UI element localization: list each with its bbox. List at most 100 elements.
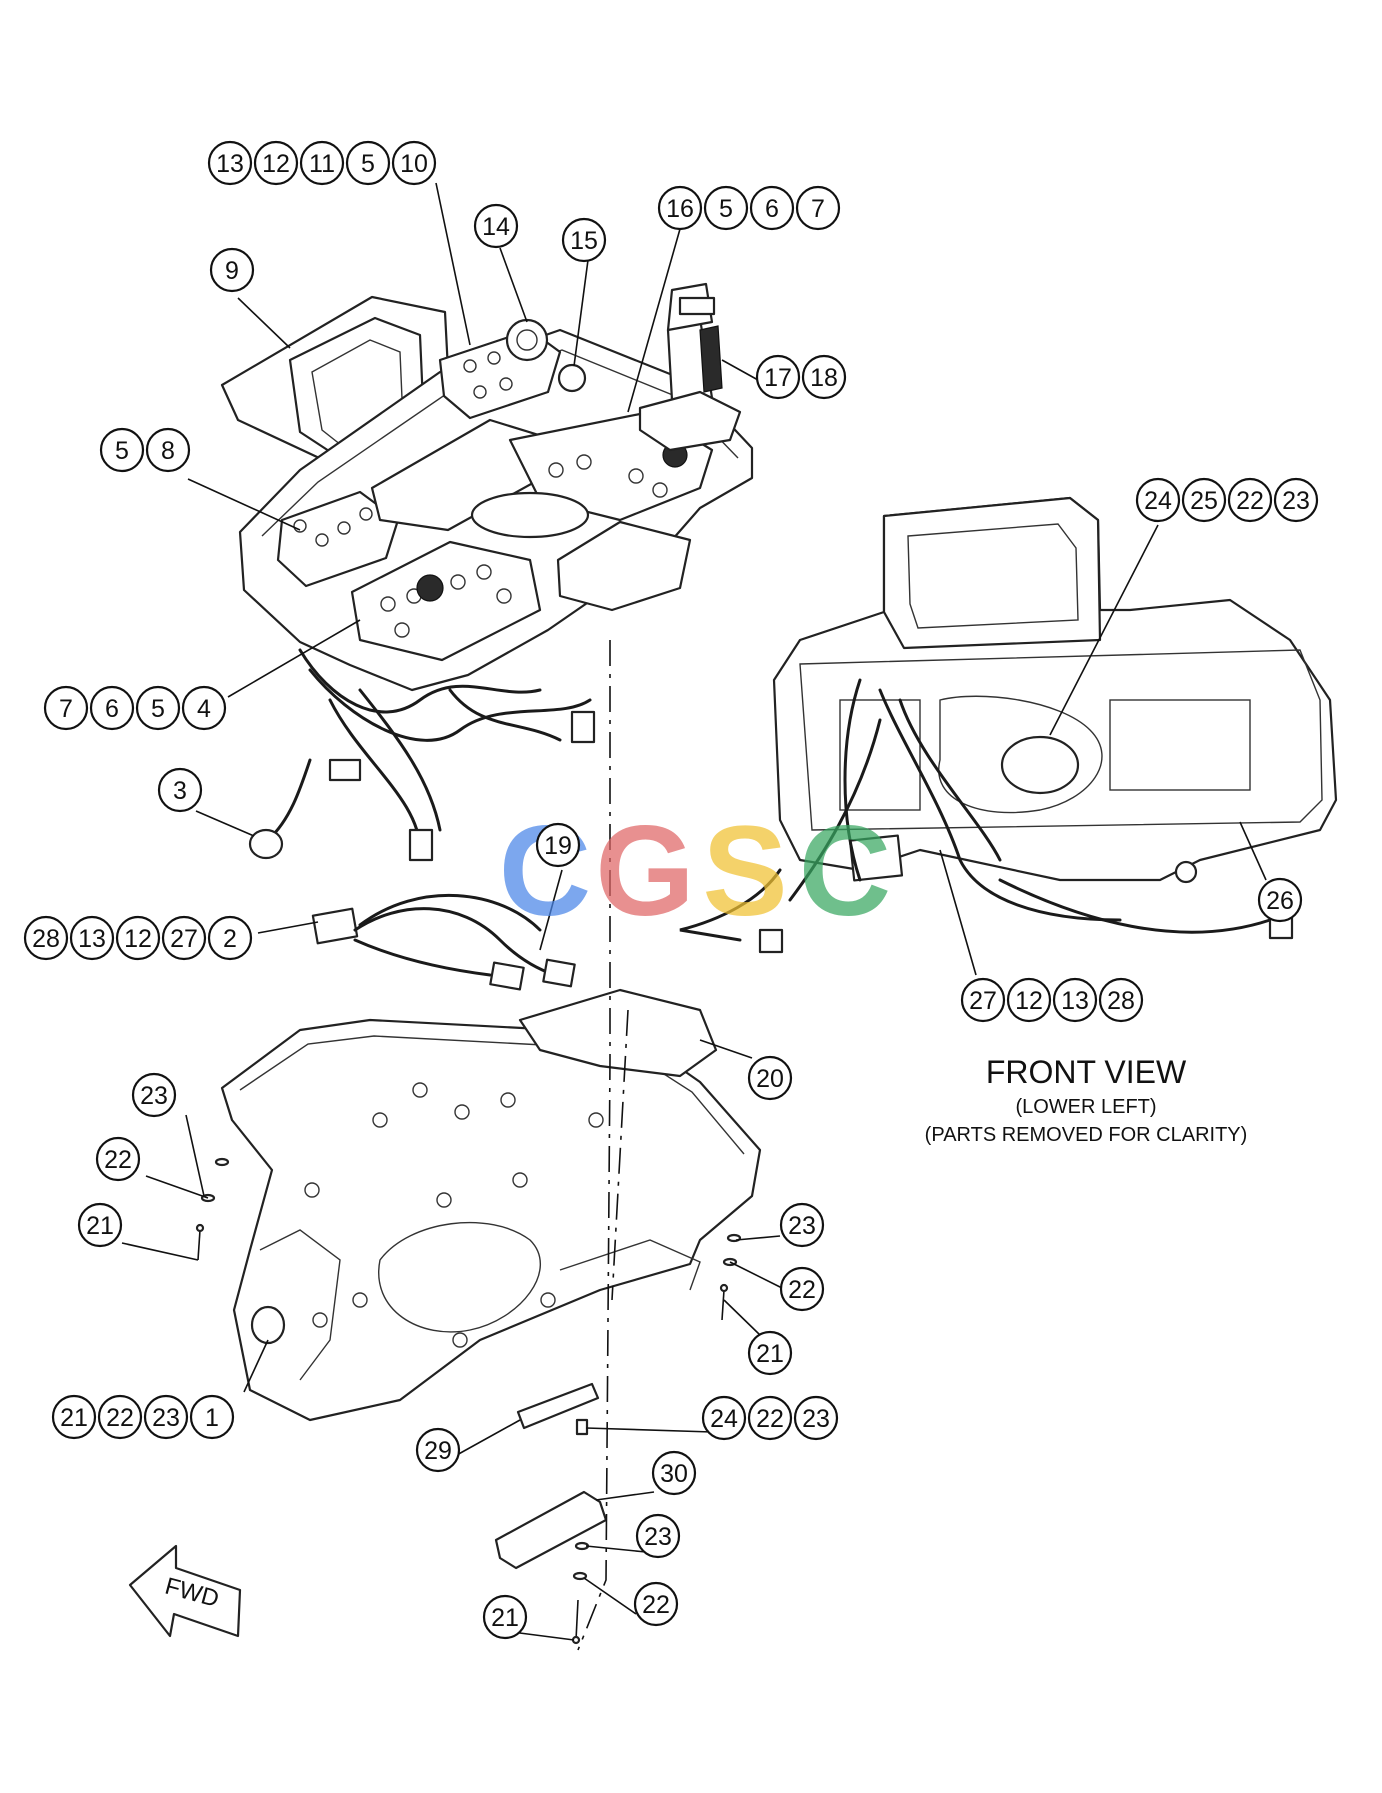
round-sensor [248, 828, 284, 860]
callout-circle [77, 1202, 123, 1248]
callout-circle [535, 822, 581, 868]
callout-number: 21 [756, 1340, 784, 1368]
callout-circle [23, 915, 69, 961]
callout-part-9-9: 9 [209, 247, 255, 293]
callout-right-harness-group-12: 12 [1006, 977, 1052, 1023]
callout-circle [415, 1427, 461, 1473]
callout-number: 5 [115, 437, 129, 465]
callout-circle [1006, 977, 1052, 1023]
callout-circle [207, 915, 253, 961]
callout-stud-group-23: 23 [793, 1395, 839, 1441]
callout-number: 21 [86, 1212, 114, 1240]
callout-number: 6 [765, 195, 779, 223]
callout-number: 13 [216, 150, 244, 178]
callout-number: 1 [205, 1404, 219, 1432]
callout-circle [131, 1072, 177, 1118]
callout-number: 2 [223, 925, 237, 953]
callout-number: 19 [544, 832, 572, 860]
callout-number: 12 [262, 150, 290, 178]
callout-number: 22 [788, 1276, 816, 1304]
callout-right-view-group-25: 25 [1181, 477, 1227, 523]
callout-circle [253, 140, 299, 186]
callout-number: 8 [161, 437, 175, 465]
storage-tray [556, 520, 692, 612]
callout-number: 23 [644, 1523, 672, 1551]
callout-circle [1181, 477, 1227, 523]
callout-number: 22 [106, 1404, 134, 1432]
callout-harness-group-2: 2 [207, 915, 253, 961]
callout-number: 21 [60, 1404, 88, 1432]
callout-number: 21 [491, 1604, 519, 1632]
callout-circle [391, 140, 437, 186]
callout-number: 25 [1190, 487, 1218, 515]
rotary-knob [505, 318, 549, 362]
base-housing [220, 1018, 762, 1422]
callout-circle [795, 185, 841, 231]
callout-circle [345, 140, 391, 186]
callout-circle [779, 1266, 825, 1312]
callout-top-left-group-10: 10 [391, 140, 437, 186]
callout-circle [561, 217, 607, 263]
callout-circle [701, 1395, 747, 1441]
callout-circle [99, 427, 145, 473]
callout-number: 18 [810, 364, 838, 392]
callout-part-20-20: 20 [747, 1055, 793, 1101]
callout-circle [651, 1450, 697, 1496]
callout-number: 26 [1266, 887, 1294, 915]
callout-lower-panel-group-7: 7 [43, 685, 89, 731]
callout-number: 22 [1236, 487, 1264, 515]
callout-left-23-23: 23 [131, 1072, 177, 1118]
console-wiring [266, 648, 596, 862]
front-view-caption: FRONT VIEW (LOWER LEFT) (PARTS REMOVED F… [925, 1054, 1248, 1146]
callout-number: 22 [756, 1405, 784, 1433]
callout-number: 28 [1107, 987, 1135, 1015]
callout-number: 22 [104, 1146, 132, 1174]
callout-number: 10 [400, 150, 428, 178]
caption-line-1: (LOWER LEFT) [1015, 1096, 1156, 1118]
callout-right-harness-group-28: 28 [1098, 977, 1144, 1023]
callout-circle [299, 140, 345, 186]
callout-circle [181, 685, 227, 731]
callout-circle [161, 915, 207, 961]
callout-circle [43, 685, 89, 731]
callout-harness-group-12: 12 [115, 915, 161, 961]
callout-number: 4 [197, 695, 211, 723]
callout-circle [157, 767, 203, 813]
callout-circle [135, 685, 181, 731]
caption-line-2: (PARTS REMOVED FOR CLARITY) [925, 1124, 1248, 1146]
callout-number: 9 [225, 257, 239, 285]
callout-number: 12 [1015, 987, 1043, 1015]
callout-circle [755, 354, 801, 400]
joystick [638, 282, 742, 452]
callout-circle [657, 185, 703, 231]
callout-circle [633, 1581, 679, 1627]
callout-circle [51, 1394, 97, 1440]
callout-top-left-group-13: 13 [207, 140, 253, 186]
callout-number: 6 [105, 695, 119, 723]
callout-circle [635, 1513, 681, 1559]
callout-joystick-group-6: 6 [749, 185, 795, 231]
callout-harness-group-13: 13 [69, 915, 115, 961]
callout-top-left-group-12: 12 [253, 140, 299, 186]
watermark-letter-1: C [499, 800, 591, 943]
fasteners [195, 1157, 742, 1645]
callout-base-group-1: 1 [189, 1394, 235, 1440]
jumper-harness [311, 893, 576, 991]
callout-joystick-group-5: 5 [703, 185, 749, 231]
callout-lower-panel-group-6: 6 [89, 685, 135, 731]
callout-number: 13 [1061, 987, 1089, 1015]
callout-harness-group-28: 28 [23, 915, 69, 961]
callout-circle [1135, 477, 1181, 523]
callout-left-22-22: 22 [95, 1136, 141, 1182]
callout-part-14-14: 14 [473, 203, 519, 249]
callout-number: 28 [32, 925, 60, 953]
callout-number: 7 [59, 695, 73, 723]
callout-right-23-23: 23 [779, 1202, 825, 1248]
centerline-vertical [577, 640, 611, 1651]
callout-number: 5 [151, 695, 165, 723]
callout-circle [1052, 977, 1098, 1023]
caption-title: FRONT VIEW [986, 1054, 1187, 1090]
callout-grip-group-17: 17 [755, 354, 801, 400]
callout-circle [207, 140, 253, 186]
